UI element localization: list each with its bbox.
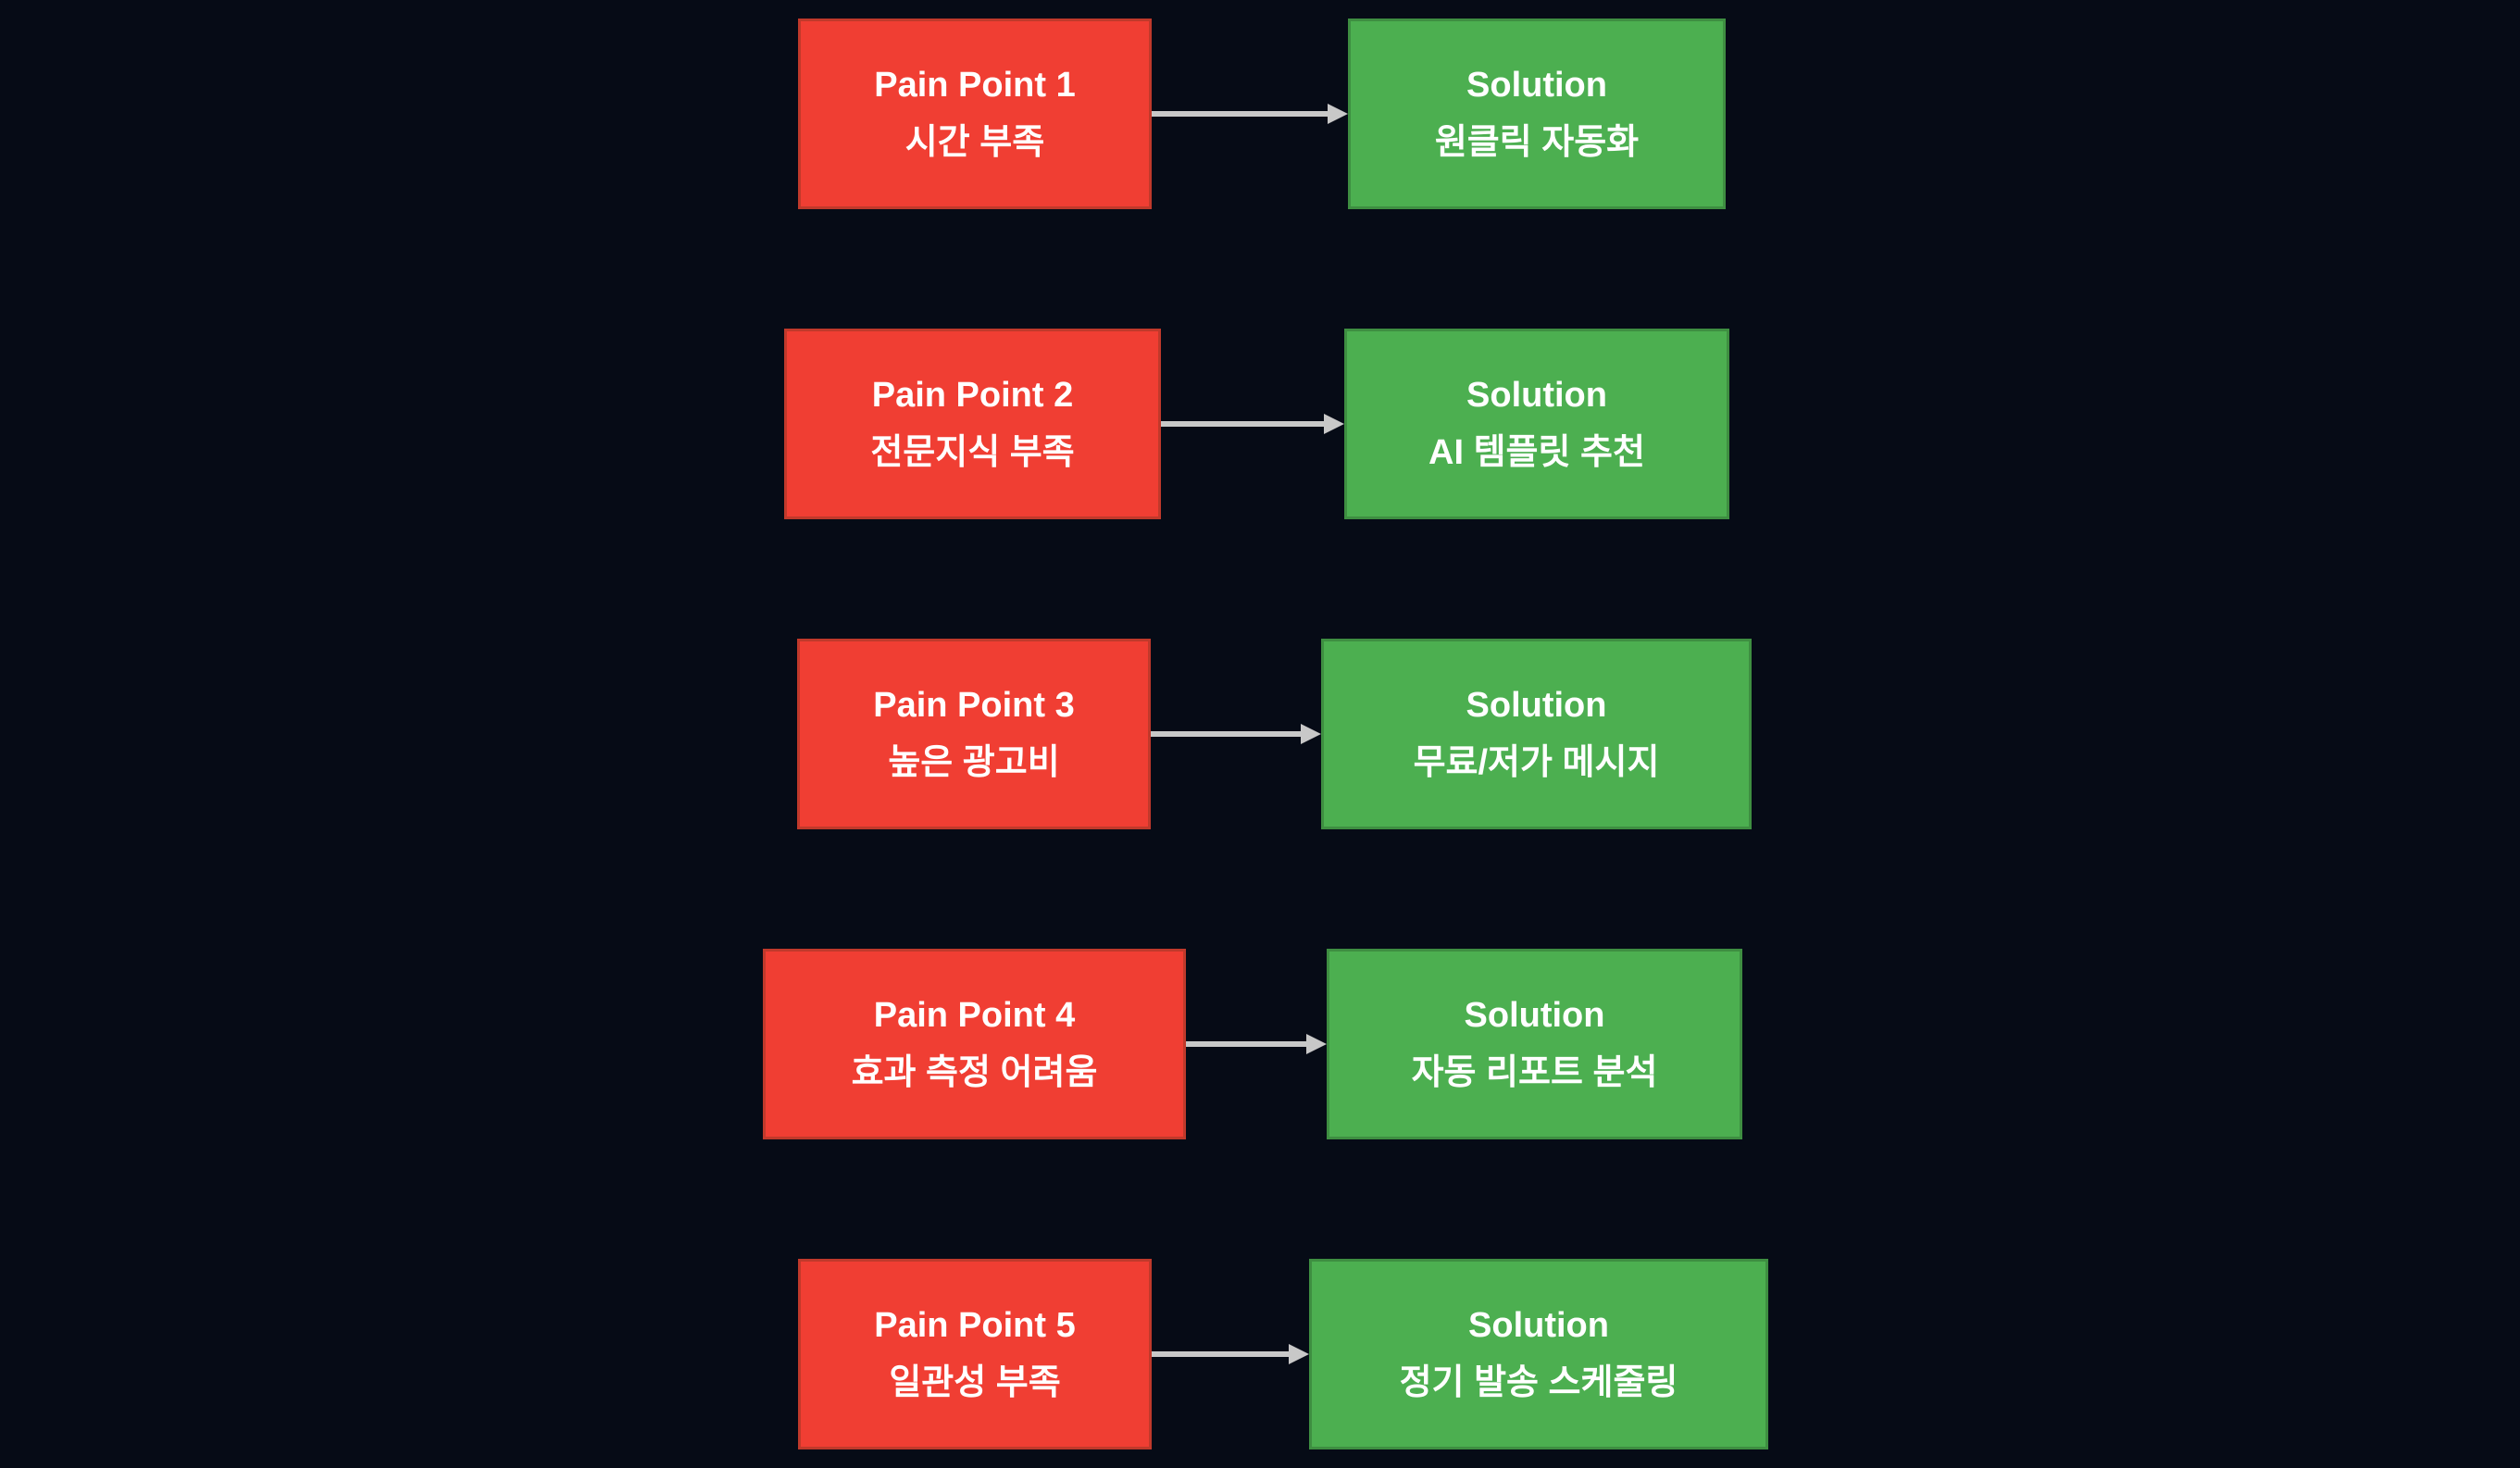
pain-point-desc: 일관성 부족 [889, 1363, 1061, 1402]
solution-box-1: Solution 원클릭 자동화 [1348, 19, 1726, 209]
solution-desc: 무료/저가 메시지 [1413, 743, 1660, 782]
pain-point-desc: 높은 광고비 [888, 743, 1060, 782]
solution-title: Solution [1466, 686, 1607, 725]
solution-desc: AI 템플릿 추천 [1428, 433, 1645, 472]
pain-point-title: Pain Point 4 [873, 996, 1076, 1035]
arrow-right-icon [1151, 724, 1321, 744]
pain-point-title: Pain Point 2 [871, 376, 1074, 415]
solution-title: Solution [1464, 996, 1605, 1035]
pain-point-desc: 효과 측정 어려움 [851, 1053, 1098, 1092]
solution-box-2: Solution AI 템플릿 추천 [1344, 329, 1729, 519]
pain-point-box-2: Pain Point 2 전문지식 부족 [784, 329, 1161, 519]
arrow-right-icon [1152, 104, 1348, 124]
pain-point-title: Pain Point 3 [873, 686, 1075, 725]
arrow-right-icon [1161, 414, 1344, 434]
pain-point-box-4: Pain Point 4 효과 측정 어려움 [763, 949, 1186, 1139]
arrow-right-icon [1152, 1344, 1309, 1364]
pain-point-title: Pain Point 1 [874, 66, 1076, 105]
solution-box-5: Solution 정기 발송 스케줄링 [1309, 1259, 1768, 1449]
solution-desc: 자동 리포트 분석 [1411, 1053, 1658, 1092]
pain-point-desc: 전문지식 부족 [870, 433, 1075, 472]
solution-box-4: Solution 자동 리포트 분석 [1327, 949, 1742, 1139]
solution-desc: 원클릭 자동화 [1434, 123, 1640, 162]
solution-box-3: Solution 무료/저가 메시지 [1321, 639, 1752, 829]
solution-title: Solution [1466, 66, 1607, 105]
pain-point-box-5: Pain Point 5 일관성 부족 [798, 1259, 1152, 1449]
solution-title: Solution [1468, 1306, 1609, 1345]
pain-point-title: Pain Point 5 [874, 1306, 1076, 1345]
solution-title: Solution [1466, 376, 1607, 415]
pain-point-box-1: Pain Point 1 시간 부족 [798, 19, 1152, 209]
pain-point-desc: 시간 부족 [904, 123, 1045, 162]
arrow-right-icon [1186, 1034, 1327, 1054]
pain-point-box-3: Pain Point 3 높은 광고비 [797, 639, 1151, 829]
solution-desc: 정기 발송 스케줄링 [1399, 1363, 1678, 1402]
